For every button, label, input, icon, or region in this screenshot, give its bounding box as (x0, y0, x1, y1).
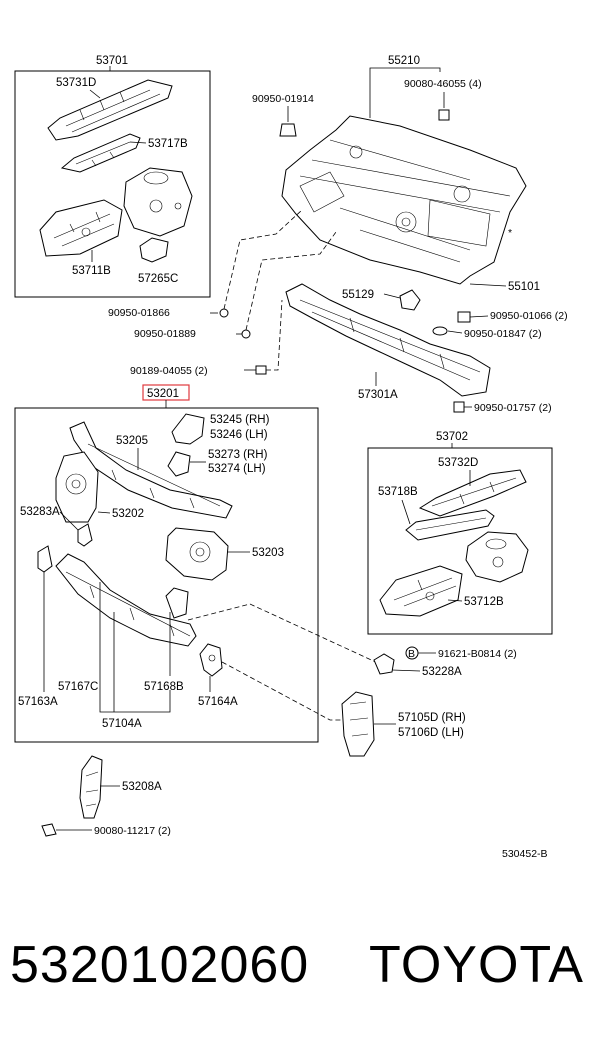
part-53228A[interactable] (373, 653, 395, 675)
label-53701[interactable]: 53701 (96, 55, 128, 67)
label-55210[interactable]: 55210 (388, 55, 420, 67)
part-55129[interactable] (399, 289, 421, 311)
label-57301A[interactable]: 57301A (358, 389, 398, 401)
part-53273[interactable] (167, 451, 191, 477)
part-53245[interactable] (171, 413, 205, 445)
part-57301A[interactable] (285, 283, 491, 397)
part-57104A[interactable] (55, 553, 197, 647)
part-53208A[interactable] (79, 755, 103, 819)
label-57265C[interactable]: 57265C (138, 273, 178, 285)
label-57106D[interactable]: 57106D (LH) (398, 727, 464, 739)
group-box-53702 (367, 447, 553, 635)
part-57105D[interactable] (341, 691, 375, 757)
clip-90950-01866[interactable] (219, 308, 229, 318)
label-55101[interactable]: 55101 (508, 281, 540, 293)
label-90080-46055[interactable]: 90080-46055 (4) (404, 78, 482, 90)
part-53712B[interactable] (379, 565, 463, 617)
part-57265C[interactable] (139, 237, 169, 263)
label-53245[interactable]: 53245 (RH) (210, 414, 270, 426)
label-53283A[interactable]: 53283A (20, 506, 60, 518)
label-57167C[interactable]: 57167C (58, 681, 98, 693)
label-53201[interactable]: 53201 (147, 388, 179, 400)
label-90950-01847[interactable]: 90950-01847 (2) (464, 328, 542, 340)
label-53203[interactable]: 53203 (252, 547, 284, 559)
part-mount-bracket[interactable] (123, 167, 193, 237)
label-53205[interactable]: 53205 (116, 435, 148, 447)
part-57163A[interactable] (37, 545, 53, 573)
label-90950-01889[interactable]: 90950-01889 (134, 328, 196, 340)
label-90950-01066[interactable]: 90950-01066 (2) (490, 310, 568, 322)
clip-90950-01914[interactable] (279, 123, 297, 137)
label-53718B[interactable]: 53718B (378, 486, 418, 498)
bolt-90080-46055[interactable] (438, 109, 450, 121)
label-57168B[interactable]: 57168B (144, 681, 184, 693)
label-53732D[interactable]: 53732D (438, 457, 478, 469)
label-90950-01757[interactable]: 90950-01757 (2) (474, 402, 552, 414)
label-53712B[interactable]: 53712B (464, 596, 504, 608)
label-90950-01914[interactable]: 90950-01914 (252, 93, 314, 105)
label-53711B[interactable]: 53711B (72, 265, 111, 277)
clip-90950-01847[interactable] (432, 326, 448, 336)
part-53283A[interactable] (77, 523, 93, 547)
label-53731D[interactable]: 53731D (56, 77, 96, 89)
label-57164A[interactable]: 57164A (198, 696, 238, 708)
bolt-90080-11217[interactable] (41, 823, 57, 837)
group-box-53201 (14, 407, 319, 743)
label-53717B[interactable]: 53717B (148, 138, 188, 150)
part-number: 5320102060 (10, 936, 310, 994)
label-53274[interactable]: 53274 (LH) (208, 463, 266, 475)
svg-text:*: * (508, 227, 512, 239)
part-57164A[interactable] (199, 643, 223, 677)
group-box-53701 (14, 70, 211, 298)
label-53228A[interactable]: 53228A (422, 666, 462, 678)
label-90080-11217[interactable]: 90080-11217 (2) (94, 825, 171, 837)
part-53711B[interactable] (39, 199, 123, 257)
label-57105D[interactable]: 57105D (RH) (398, 712, 466, 724)
label-90189-04055[interactable]: 90189-04055 (2) (130, 365, 208, 377)
part-53731D[interactable] (47, 79, 173, 141)
label-53702[interactable]: 53702 (436, 431, 468, 443)
label-57163A[interactable]: 57163A (18, 696, 58, 708)
label-57104A[interactable]: 57104A (102, 718, 142, 730)
footer-caption: 5320102060 TOYOTA (10, 935, 590, 1015)
clip-90950-01066[interactable] (457, 311, 471, 323)
bolt-90189-04055[interactable] (255, 365, 267, 375)
label-53246[interactable]: 53246 (LH) (210, 429, 268, 441)
part-53718B[interactable] (405, 509, 495, 541)
part-53202[interactable] (55, 451, 99, 523)
part-53732D[interactable] (418, 469, 527, 517)
clip-90950-01757[interactable] (453, 401, 465, 413)
label-90950-01866[interactable]: 90950-01866 (108, 307, 170, 319)
label-55129[interactable]: 55129 (342, 289, 374, 301)
label-53208A[interactable]: 53208A (122, 781, 162, 793)
label-53273[interactable]: 53273 (RH) (208, 449, 268, 461)
part-53203[interactable] (165, 527, 229, 581)
part-57168B[interactable] (165, 587, 189, 619)
part-53717B[interactable] (60, 133, 141, 173)
brand-name: TOYOTA (369, 936, 584, 994)
label-circle-B: B (408, 648, 415, 660)
label-53202[interactable]: 53202 (112, 508, 144, 520)
figure-code: 530452-B (502, 848, 548, 860)
clip-90950-01889[interactable] (241, 329, 251, 339)
part-55101-dash-panel[interactable] (281, 115, 527, 285)
label-91621-B0814[interactable]: 91621-B0814 (2) (438, 648, 517, 660)
